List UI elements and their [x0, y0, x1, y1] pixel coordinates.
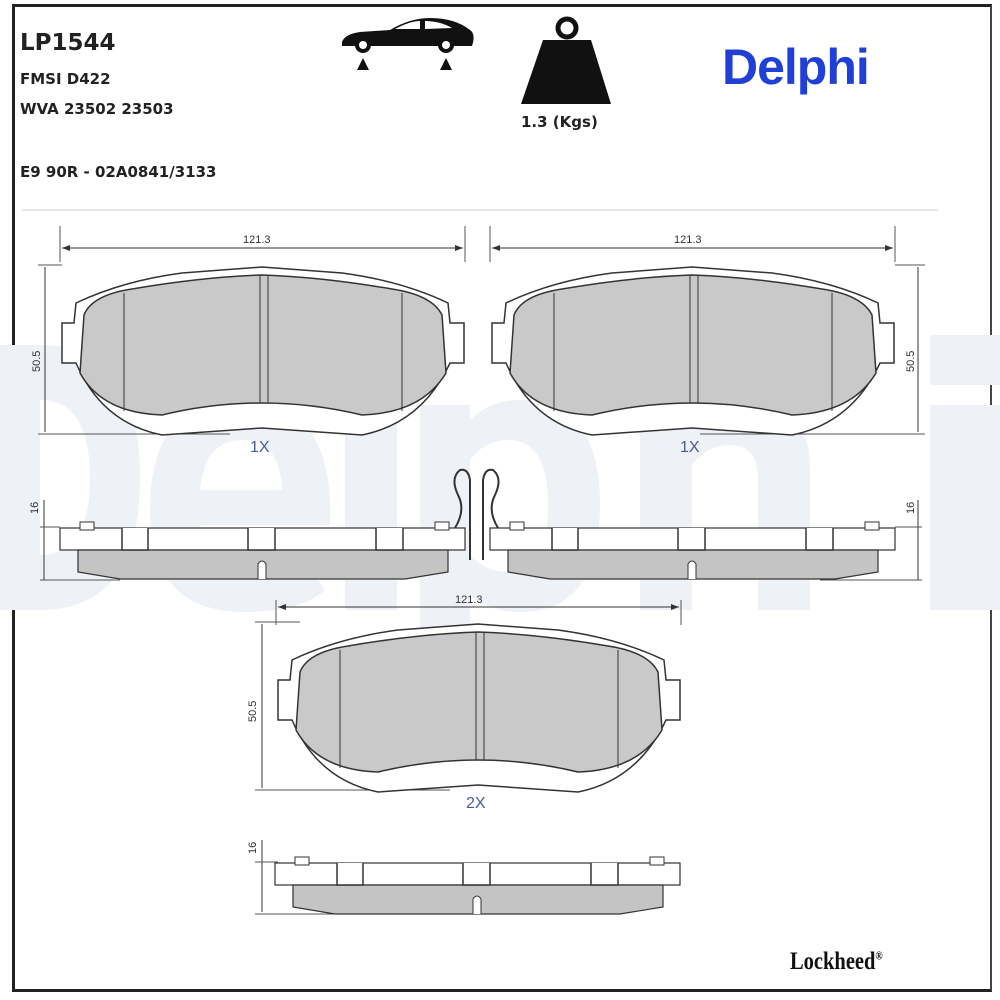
width-dimension-bottom: 121.3	[455, 594, 483, 606]
car-front-axle-icon	[342, 18, 474, 70]
pad-front-view-left	[38, 226, 466, 436]
width-dimension-right: 121.3	[674, 234, 702, 246]
pad-side-view-left	[40, 500, 466, 581]
approval-code: E9 90R - 02A0841/3133	[20, 163, 217, 181]
thickness-dimension-left: 16	[29, 502, 41, 514]
pad-front-view-bottom	[255, 600, 682, 793]
registered-mark: ®	[875, 948, 883, 963]
pad-side-view-right	[489, 500, 922, 581]
thickness-dimension-bottom: 16	[247, 842, 259, 854]
height-dimension-bottom: 50.5	[247, 701, 259, 722]
pad-front-view-right	[489, 226, 925, 436]
quantity-left: 1X	[250, 439, 270, 456]
width-dimension-left: 121.3	[243, 234, 271, 246]
pad-side-view-bottom	[255, 840, 681, 915]
height-dimension-left: 50.5	[31, 351, 43, 372]
brand-name: Lockheed	[790, 948, 876, 975]
height-dimension-right: 50.5	[905, 351, 917, 372]
weight-label: 1.3 (Kgs)	[521, 113, 598, 131]
thickness-dimension-right: 16	[905, 502, 917, 514]
lockheed-logo: Lockheed®	[790, 948, 883, 976]
wear-indicator-clips	[453, 468, 500, 560]
delphi-logo: Delphi	[722, 39, 870, 95]
part-number: LP1544	[20, 30, 116, 56]
quantity-right: 1X	[680, 439, 700, 456]
quantity-bottom: 2X	[466, 795, 486, 812]
wva-code: WVA 23502 23503	[20, 100, 174, 118]
weight-icon	[521, 16, 611, 104]
fmsi-code: FMSI D422	[20, 70, 111, 88]
